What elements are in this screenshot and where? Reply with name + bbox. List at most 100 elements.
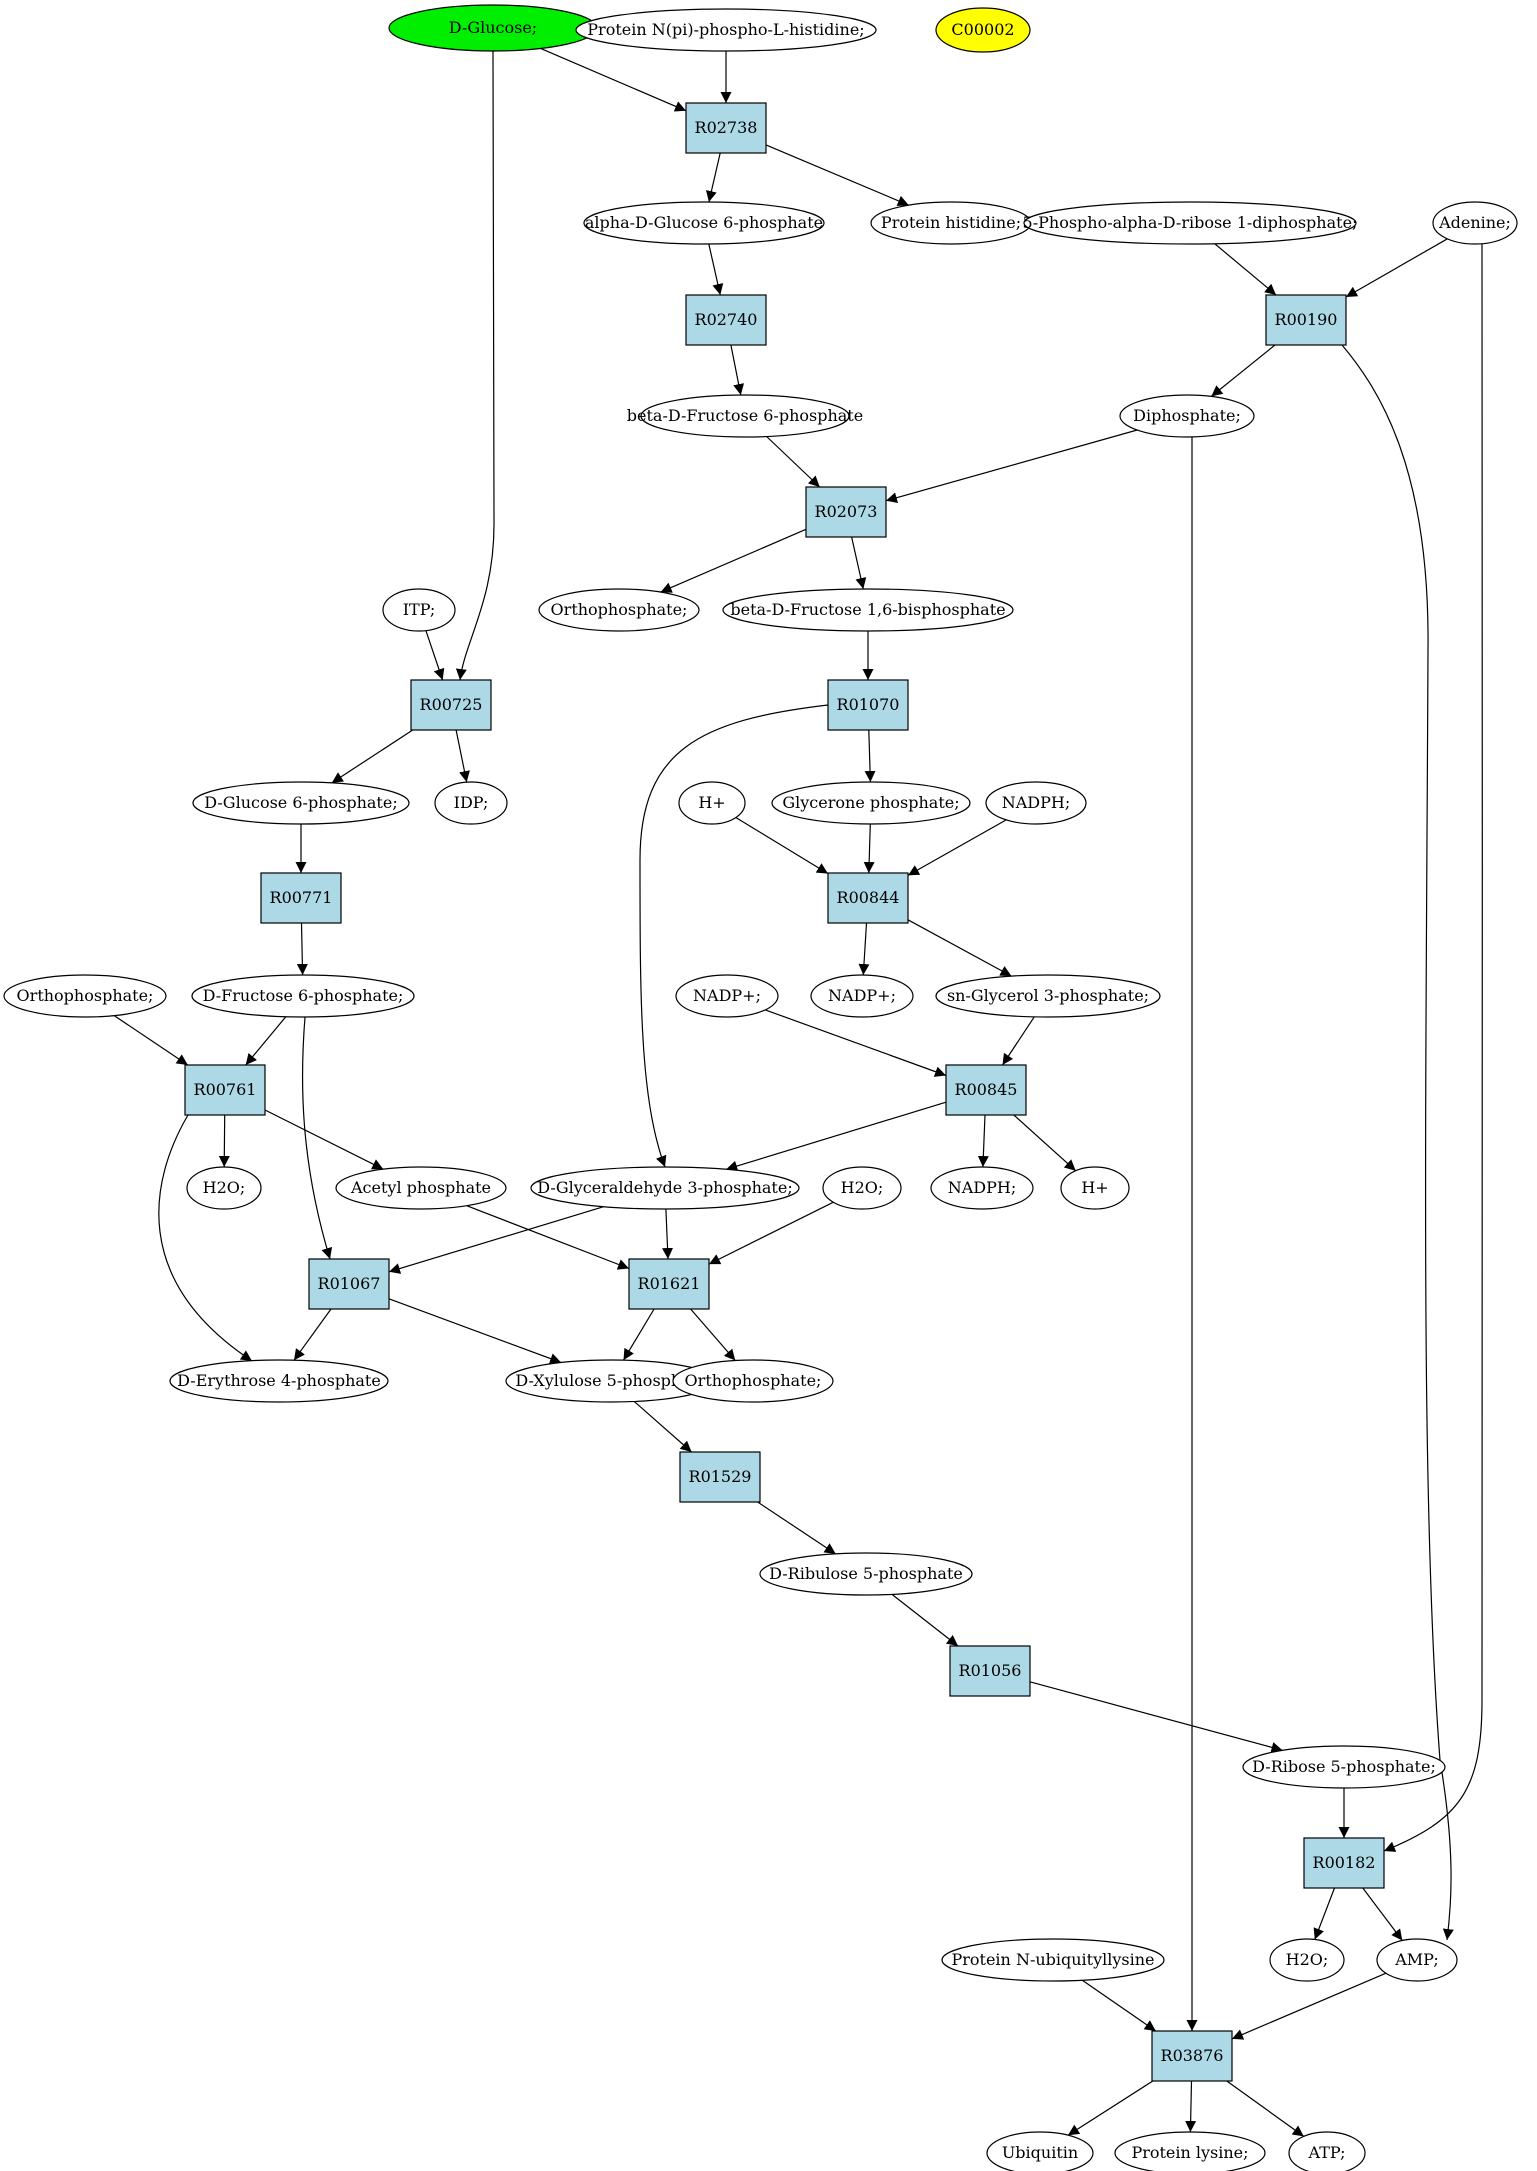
compound-node-c_dga3p[interactable]: D-Glyceraldehyde 3-phosphate; [530,1166,800,1210]
reaction-node-r_R00182[interactable]: R00182 [1303,1837,1385,1889]
compound-node-c_nadph2[interactable]: NADPH; [930,1166,1034,1210]
node-label: Acetyl phosphate [350,1178,491,1197]
compound-node-c_dx5p[interactable]: D-Xylulose 5-phosphate [505,1359,717,1403]
reaction-node-r_R00771[interactable]: R00771 [260,872,342,924]
compound-node-c_protlys[interactable]: Protein lysine; [1114,2131,1266,2171]
compound-ellipse [538,588,700,632]
reaction-node-r_R01529[interactable]: R01529 [679,1451,761,1503]
compound-node-c_hplus1[interactable]: H+ [678,781,746,825]
edge-r_R03876-to-c_atp [1226,2080,1305,2137]
reaction-node-r_R00761[interactable]: R00761 [184,1064,266,1116]
compound-ellipse [169,1359,389,1403]
compound-ellipse [672,1359,834,1403]
compound-ellipse [986,2131,1094,2171]
edge-c_df6p-to-r_R01067 [301,1016,333,1260]
node-label: beta-D-Fructose 1,6-bisphosphate [730,600,1005,619]
reaction-node-r_R00845[interactable]: R00845 [945,1064,1027,1116]
reaction-node-r_R03876[interactable]: R03876 [1151,2030,1233,2082]
reaction-node-r_R01070[interactable]: R01070 [827,679,909,731]
compound-node-c_amp[interactable]: AMP; [1376,1938,1458,1982]
reaction-node-r_R01621[interactable]: R01621 [628,1258,710,1310]
compound-node-c_hplus2[interactable]: H+ [1060,1166,1130,1210]
compound-ellipse [675,974,779,1018]
compound-node-c_ubiquitin[interactable]: Ubiquitin [986,2131,1094,2171]
edge-r_R00771-to-c_df6p [296,922,308,976]
edge-c_prpp-to-r_R00190 [1214,243,1277,296]
compound-node-c_bf6p[interactable]: beta-D-Fructose 6-phosphate [627,394,863,438]
edge-r_R00725-to-c_dg6p [331,729,414,784]
compound-node-c_sng3p[interactable]: sn-Glycerol 3-phosphate; [935,974,1161,1018]
compound-node-c_idp[interactable]: IDP; [434,781,508,825]
compound-ellipse [1376,1938,1458,1982]
compound-ellipse [640,394,850,438]
compound-node-c_atp[interactable]: ATP; [1288,2131,1366,2171]
compound-node-c_c00002[interactable]: C00002 [935,7,1031,53]
node-label: Glycerone phosphate; [782,793,959,812]
edge-r_R00844-to-c_nadpp2 [858,922,870,976]
node-label: R01056 [959,1661,1022,1680]
compound-node-c_dru5p[interactable]: D-Ribulose 5-phosphate [759,1552,973,1596]
compound-node-c_itp[interactable]: ITP; [382,588,456,632]
edge-c_acetylp-to-r_R01621 [466,1205,630,1270]
reaction-node-r_R00844[interactable]: R00844 [827,872,909,924]
compound-ellipse [191,974,415,1018]
node-label: Orthophosphate; [551,600,688,619]
compound-node-c_ortho2[interactable]: Orthophosphate; [3,974,167,1018]
compound-node-c_adenine[interactable]: Adenine; [1432,201,1518,245]
compound-node-c_dr5p[interactable]: D-Ribose 5-phosphate; [1242,1745,1446,1789]
compound-node-c_nadpp2[interactable]: NADP+; [810,974,914,1018]
reaction-box [184,1064,266,1116]
compound-ellipse [941,1938,1165,1982]
node-label: H2O; [203,1178,246,1197]
node-label: D-Glyceraldehyde 3-phosphate; [537,1178,792,1197]
compound-node-c_pnphis[interactable]: Protein N(pi)-phospho-L-histidine; [575,8,877,52]
node-label: R02738 [695,118,758,137]
reaction-node-r_R02740[interactable]: R02740 [685,294,767,346]
compound-node-c_h2o2[interactable]: H2O; [822,1166,902,1210]
edge-r_R00761-to-c_acetylp [264,1109,384,1170]
node-label: NADP+; [693,986,761,1005]
reaction-node-r_R02738[interactable]: R02738 [685,102,767,154]
compound-node-c_prothis[interactable]: Protein histidine; [870,201,1032,245]
compound-ellipse [530,1166,800,1210]
compound-node-c_acetylp[interactable]: Acetyl phosphate [335,1166,507,1210]
reaction-box [308,1258,390,1310]
reaction-node-r_R02073[interactable]: R02073 [805,486,887,538]
compound-node-c_dglucose[interactable]: D-Glucose; [388,4,598,52]
node-label: Protein histidine; [881,213,1021,232]
compound-ellipse [3,974,167,1018]
edge-c_hplus1-to-r_R00844 [735,816,829,875]
compound-ellipse [1023,201,1357,245]
compound-node-c_prpp[interactable]: 5-Phospho-alpha-D-ribose 1-diphosphate; [1023,201,1358,245]
edge-r_R01621-to-c_ortho3 [690,1308,736,1361]
node-label: H+ [1081,1178,1108,1197]
node-label: R01070 [837,695,900,714]
compound-node-c_de4p[interactable]: D-Erythrose 4-phosphate [169,1359,389,1403]
compound-node-c_ortho1[interactable]: Orthophosphate; [538,588,700,632]
reaction-box [945,1064,1027,1116]
reaction-node-r_R01067[interactable]: R01067 [308,1258,390,1310]
node-label: Ubiquitin [1002,2143,1078,2162]
compound-node-c_ag6p[interactable]: alpha-D-Glucose 6-phosphate [583,201,825,245]
reaction-node-r_R00190[interactable]: R00190 [1265,294,1347,346]
compound-ellipse [678,781,746,825]
compound-node-c_ortho3[interactable]: Orthophosphate; [672,1359,834,1403]
node-label: D-Fructose 6-phosphate; [203,986,404,1005]
compound-node-c_h2o3[interactable]: H2O; [1269,1938,1345,1982]
compound-ellipse [434,781,508,825]
node-label: Protein N-ubiquityllysine [951,1950,1154,1969]
compound-node-c_glycerone[interactable]: Glycerone phosphate; [771,781,971,825]
reaction-node-r_R00725[interactable]: R00725 [410,679,492,731]
compound-ellipse [722,588,1014,632]
reaction-node-r_R01056[interactable]: R01056 [949,1645,1031,1697]
compound-node-c_nadpp1[interactable]: NADP+; [675,974,779,1018]
node-label: D-Erythrose 4-phosphate [177,1371,381,1390]
compound-node-c_pnubi[interactable]: Protein N-ubiquityllysine [941,1938,1165,1982]
compound-node-c_dg6p[interactable]: D-Glucose 6-phosphate; [192,781,410,825]
compound-node-c_nadph1[interactable]: NADPH; [985,781,1087,825]
compound-node-c_h2o1[interactable]: H2O; [186,1166,262,1210]
node-label: ITP; [403,600,436,619]
compound-node-c_df6p[interactable]: D-Fructose 6-phosphate; [191,974,415,1018]
compound-node-c_bfbp[interactable]: beta-D-Fructose 1,6-bisphosphate [722,588,1014,632]
compound-node-c_diphos[interactable]: Diphosphate; [1119,394,1255,438]
